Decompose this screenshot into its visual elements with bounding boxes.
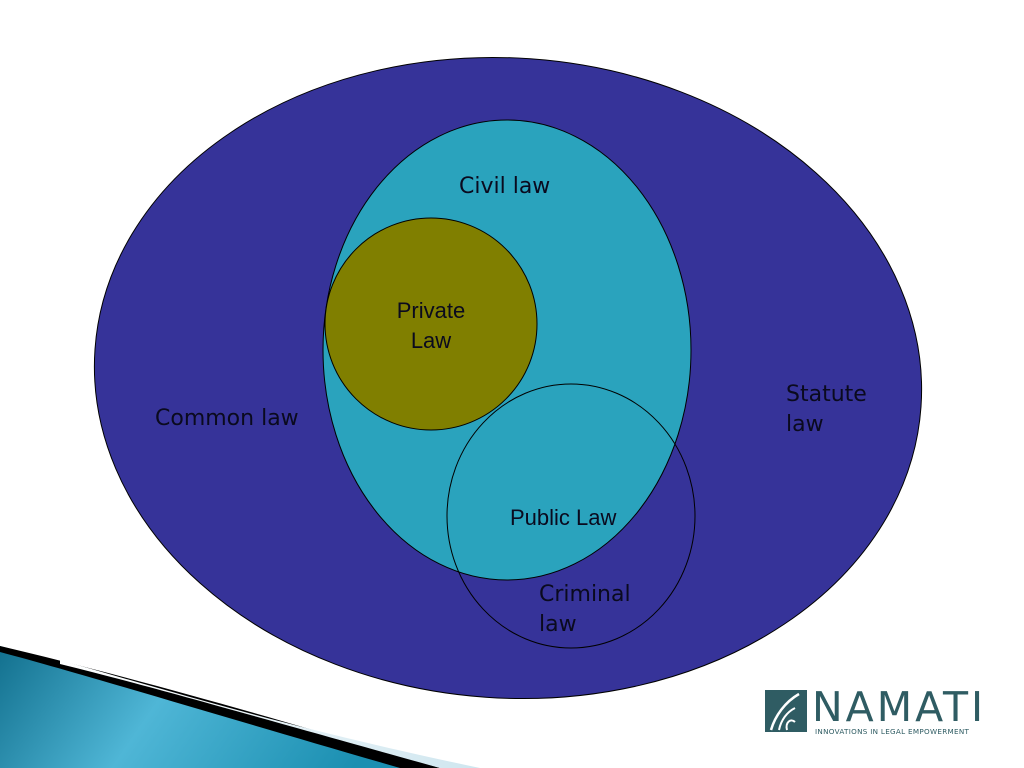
namati-logo-tagline: INNOVATIONS IN LEGAL EMPOWERMENT	[815, 727, 970, 736]
statute-law-label-line1: Statute	[786, 382, 867, 407]
criminal-law-label-line2: law	[539, 612, 577, 637]
statute-law-label: Statute law	[786, 380, 867, 440]
private-law-label-line2: Law	[410, 328, 452, 353]
namati-logo: NAMATI INNOVATIONS IN LEGAL EMPOWERMENT	[765, 683, 997, 740]
public-law-label: Public Law	[510, 505, 617, 530]
private-law-label: Private Law	[381, 296, 481, 356]
statute-law-label-line2: law	[786, 412, 824, 437]
public-criminal-law-circle	[446, 383, 696, 649]
civil-law-label: Civil law	[459, 174, 551, 199]
namati-logo-wordmark: NAMATI	[812, 683, 987, 731]
private-law-label-line1: Private	[396, 298, 466, 323]
namati-logo-mark-icon	[765, 690, 807, 732]
criminal-law-label: Criminal law	[539, 580, 631, 640]
criminal-law-label-line1: Criminal	[539, 582, 631, 607]
private-law-circle	[324, 217, 538, 431]
decorative-swoosh	[0, 646, 480, 768]
common-law-label: Common law	[155, 406, 299, 431]
